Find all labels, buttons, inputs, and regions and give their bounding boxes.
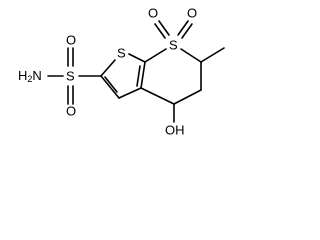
label-sulfonamide-s: S (66, 68, 75, 83)
bond-c6-methyl (200, 47, 225, 63)
label-ring-s: S (169, 37, 178, 52)
bond-s7-o-right-a (177, 20, 189, 36)
bond-c3-c2-inner (104, 76, 118, 93)
structure-svg: H2N S O O S S O O OH (18, 5, 225, 137)
bond-s1-c7a (128, 53, 146, 63)
bond-c5-c4 (173, 89, 202, 105)
bond-s7-o-right-b (181, 23, 193, 39)
bond-c4-c3a (140, 87, 175, 105)
bond-c2-s1 (100, 59, 116, 77)
label-h2n: H2N (18, 68, 42, 84)
label-sulfonamide-o-top: O (66, 32, 76, 47)
bond-c3a-c3 (118, 87, 142, 99)
bond-c3-c2 (100, 75, 120, 99)
bond-s7-o-left-b (158, 20, 170, 36)
bond-s7-o-left-a (154, 23, 166, 39)
label-ring-s-o-right: O (187, 5, 197, 20)
bond-c7a-c3a-inner (136, 65, 141, 87)
bond-c7a-c3a (140, 61, 146, 89)
label-thiophene-s: S (117, 45, 126, 60)
bond-c7a-s7 (144, 48, 167, 63)
bond-s7-c6 (180, 48, 202, 63)
label-ring-s-o-left: O (148, 5, 158, 20)
label-sulfonamide-o-bottom: O (66, 103, 76, 118)
chemical-structure: H2N S O O S S O O OH (18, 5, 225, 137)
label-hydroxyl: OH (165, 122, 185, 137)
